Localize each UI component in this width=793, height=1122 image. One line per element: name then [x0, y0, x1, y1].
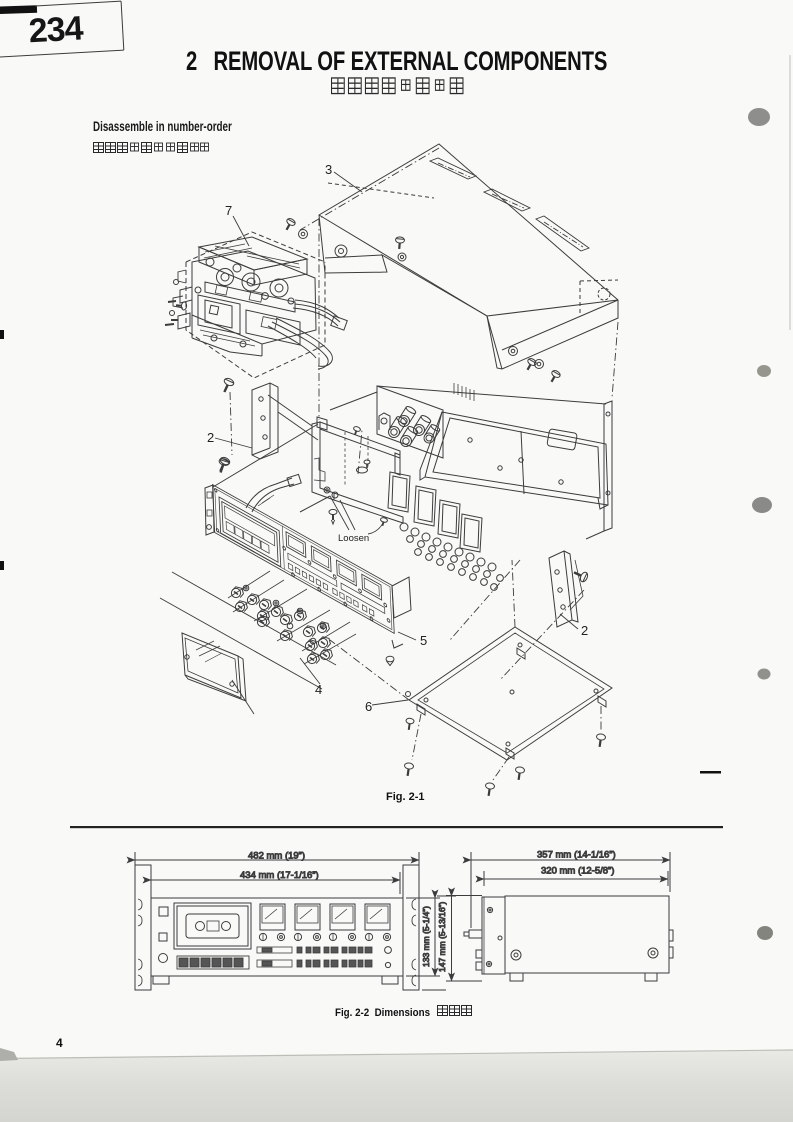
svg-text:434 mm (17-1/16”): 434 mm (17-1/16”)	[240, 870, 319, 881]
svg-text:234: 234	[28, 9, 85, 50]
svg-text:4: 4	[315, 682, 322, 697]
svg-text:2 REMOVAL OF EXTERNAL COMPON: 2 REMOVAL OF EXTERNAL COMPONENTS	[186, 46, 607, 77]
svg-text:133 mm (5-1/4”): 133 mm (5-1/4”)	[421, 906, 431, 967]
svg-text:320 mm (12-5/8”): 320 mm (12-5/8”)	[541, 866, 614, 877]
svg-text:Fig. 2-2 Dimensions: Fig. 2-2 Dimensions	[335, 1007, 430, 1019]
svg-text:2: 2	[207, 430, 214, 445]
svg-text:147 mm (5-13/16”): 147 mm (5-13/16”)	[437, 901, 447, 972]
svg-text:4: 4	[56, 1036, 63, 1050]
svg-text:Fig. 2-1: Fig. 2-1	[386, 791, 425, 803]
svg-text:357 mm (14-1/16”): 357 mm (14-1/16”)	[537, 850, 616, 861]
svg-text:482 mm (19”): 482 mm (19”)	[248, 851, 305, 862]
svg-text:5: 5	[420, 633, 427, 648]
svg-text:6: 6	[365, 699, 372, 714]
svg-text:3: 3	[325, 162, 332, 177]
svg-text:Disassemble in number-order: Disassemble in number-order	[93, 118, 232, 134]
svg-text:2: 2	[581, 623, 588, 638]
svg-text:7: 7	[225, 203, 232, 218]
svg-text:Loosen: Loosen	[338, 533, 369, 544]
